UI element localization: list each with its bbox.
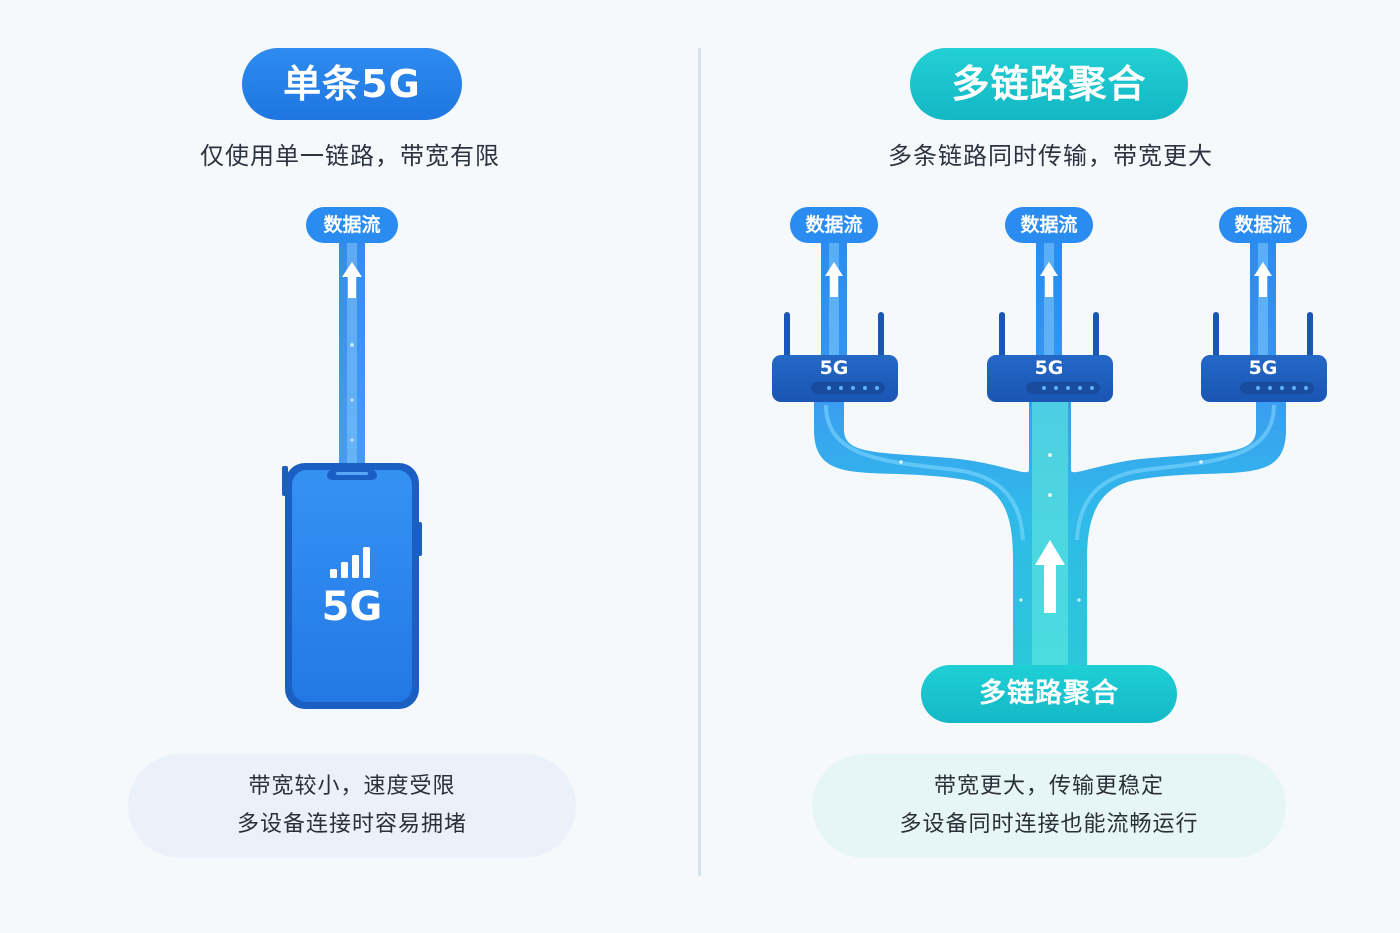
router-label-2: 5G [1034,357,1064,379]
multi-stream-label-3: 数据流 [1219,207,1307,243]
multi-link-title: 多链路聚合 [910,48,1188,120]
multi-caption-line-2: 多设备同时连接也能流畅运行 [899,812,1199,837]
single-5g-caption: 带宽较小，速度受限 多设备连接时容易拥堵 [128,754,576,858]
panel-divider [698,48,701,876]
multi-link-subtitle: 多条链路同时传输，带宽更大 [888,142,1213,170]
single-stream-label: 数据流 [306,207,398,243]
phone-device [282,463,422,709]
aggregated-stream-branches [814,400,1286,670]
router-icon [1201,312,1327,402]
single-5g-subtitle: 仅使用单一链路，带宽有限 [200,142,500,170]
single-caption-line-1: 带宽较小，速度受限 [248,774,456,799]
signal-bars-icon [330,547,370,578]
single-link-diagram [282,232,422,709]
router-label-3: 5G [1248,357,1278,379]
multi-link-caption: 带宽更大，传输更稳定 多设备同时连接也能流畅运行 [812,754,1286,858]
router-label-1: 5G [819,357,849,379]
aggregate-up-arrow-icon [1035,540,1065,613]
multi-stream-label-2: 数据流 [1005,207,1093,243]
multi-caption-line-1: 带宽更大，传输更稳定 [933,774,1164,799]
phone-5g-label: 5G [321,584,383,630]
aggregate-badge: 多链路聚合 [921,665,1177,723]
single-5g-title: 单条5G [242,48,462,120]
multi-link-panel: 多链路聚合 多条链路同时传输，带宽更大 [701,0,1400,933]
single-5g-panel: 单条5G 仅使用单一链路，带宽有限 [128,48,576,858]
multi-stream-label-1: 数据流 [790,207,878,243]
router-uplink-streams [821,232,1276,362]
router-icon [772,312,898,402]
aggregation-diagram [772,232,1327,670]
single-caption-line-2: 多设备连接时容易拥堵 [236,812,467,837]
router-icon [987,312,1113,402]
up-arrow-icon [342,262,362,298]
